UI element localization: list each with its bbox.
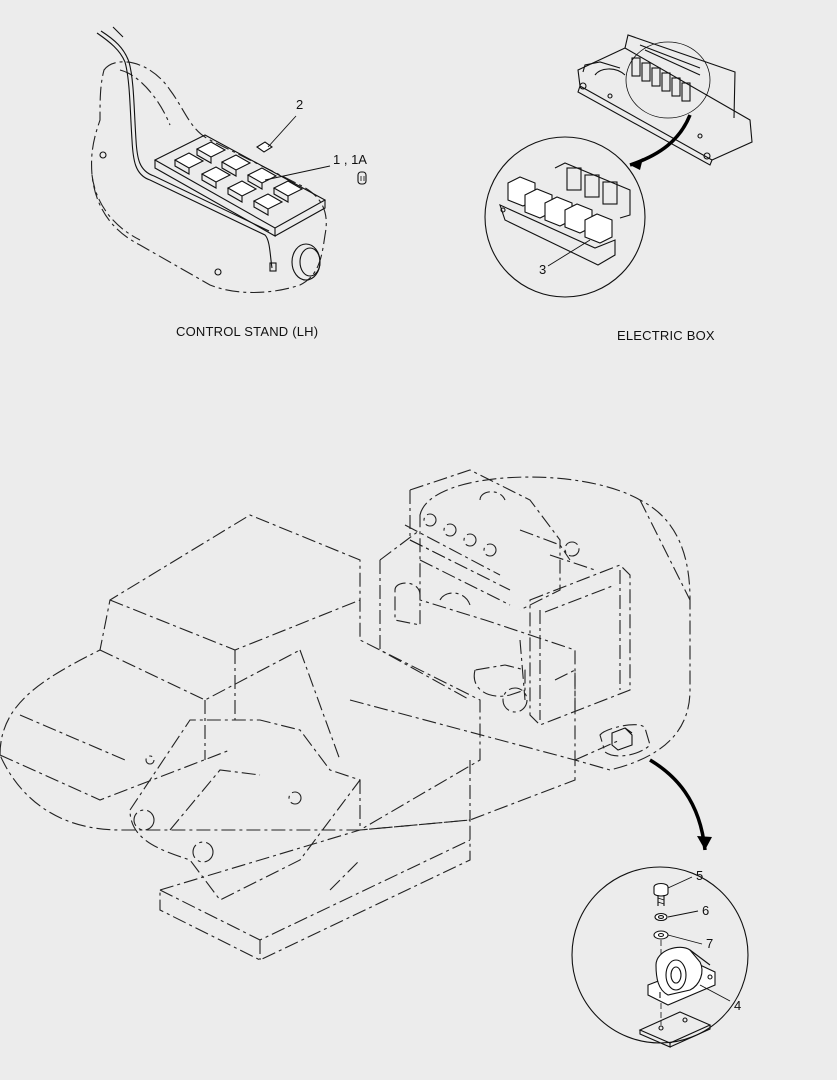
- caption-control-stand: CONTROL STAND (LH): [176, 324, 319, 339]
- machine-overview: [0, 469, 712, 961]
- callout-4: 4: [734, 998, 742, 1013]
- horn-detail-view: [571, 866, 749, 1048]
- control-stand-view: [91, 26, 367, 294]
- callout-7: 7: [706, 936, 714, 951]
- callout-3: 3: [539, 262, 547, 277]
- electric-box-view: [484, 34, 753, 298]
- callout-5: 5: [696, 868, 704, 883]
- caption-electric-box: ELECTRIC BOX: [617, 328, 715, 343]
- callout-2: 2: [296, 97, 304, 112]
- callout-1-1a: 1 , 1A: [333, 152, 367, 167]
- callout-6: 6: [702, 903, 710, 918]
